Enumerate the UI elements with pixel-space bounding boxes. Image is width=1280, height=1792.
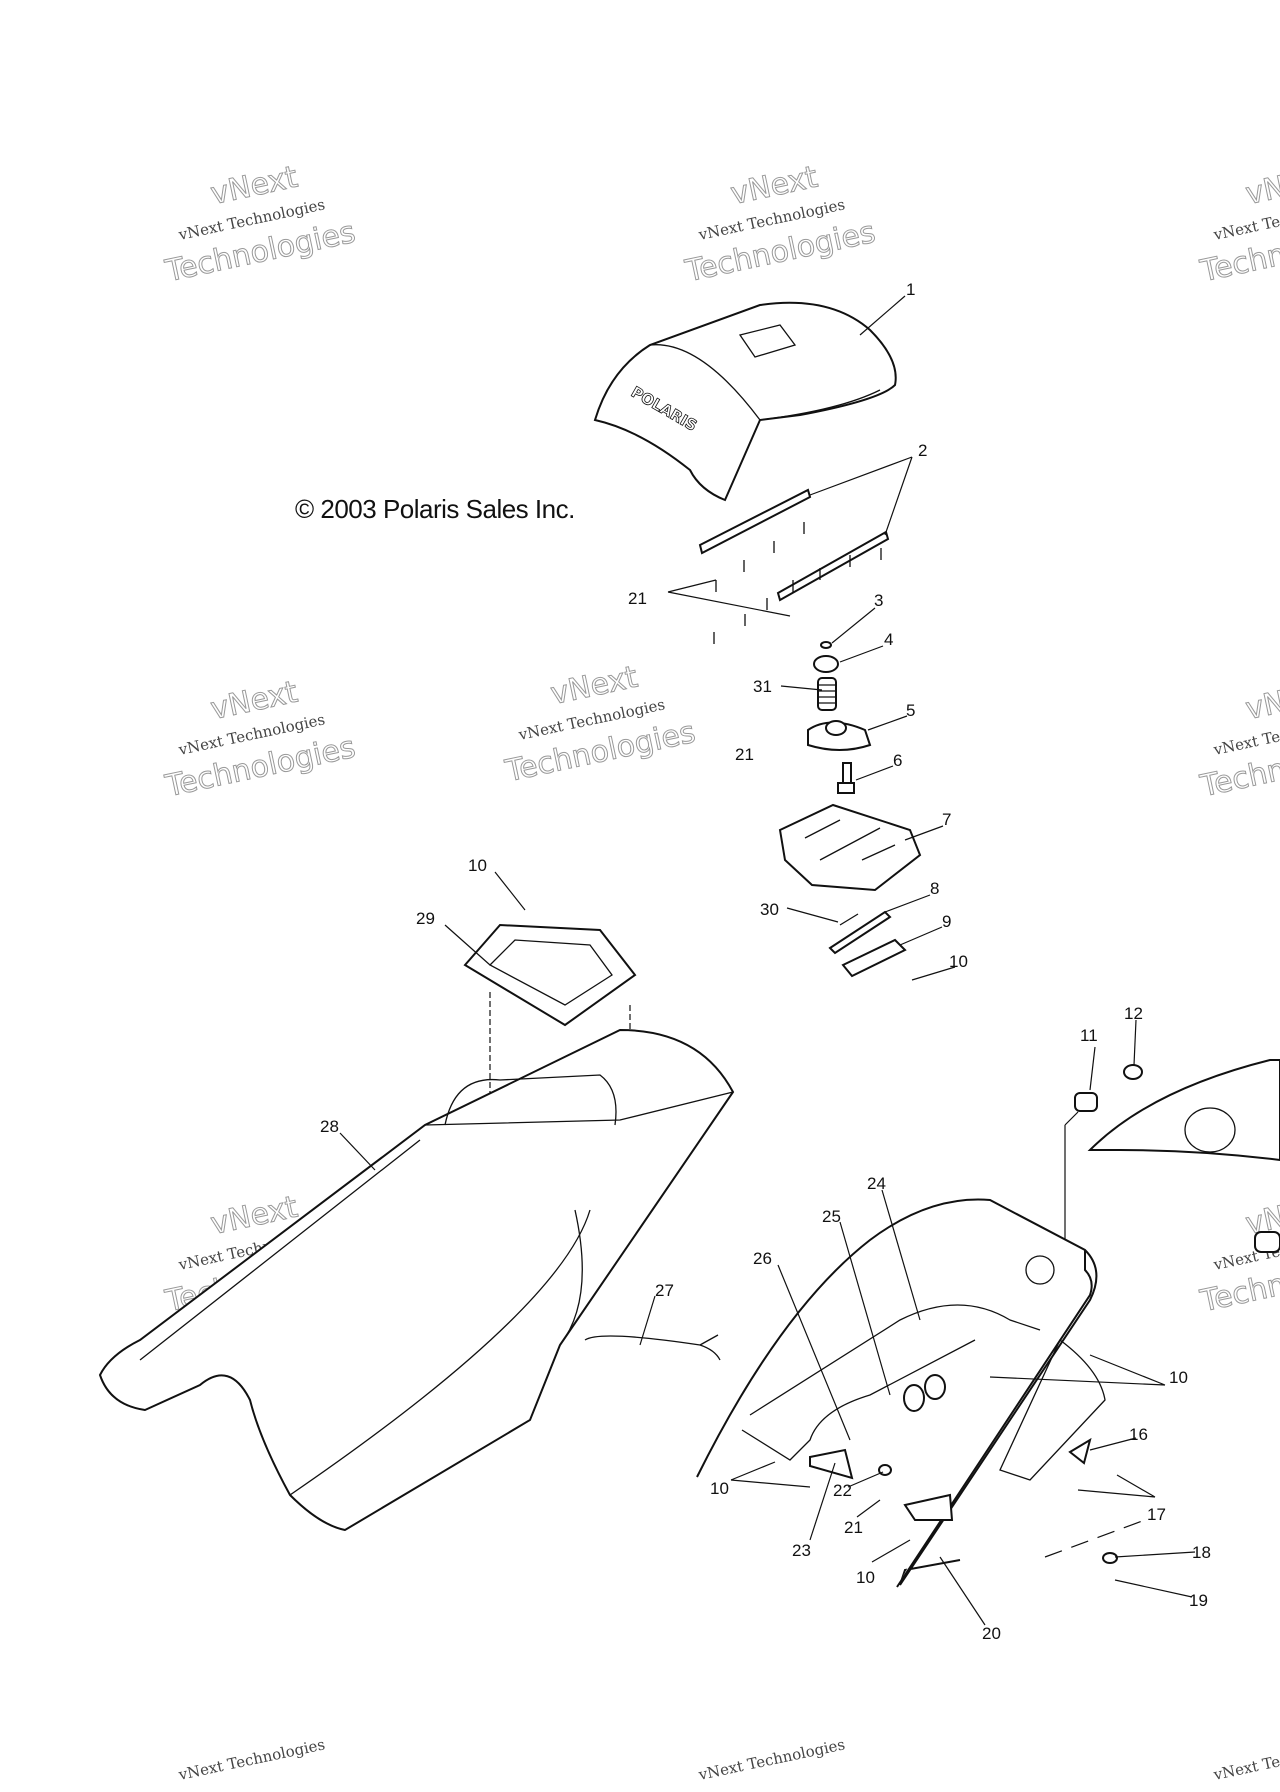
watermark: vNext Technologies — [176, 1735, 326, 1784]
watermark: vNext vNext Technologies Technologies — [1196, 159, 1280, 290]
callout-labels: 1 2 21 3 4 31 5 21 6 7 8 30 9 10 10 29 1… — [320, 280, 1211, 1643]
copyright-text: © 2003 Polaris Sales Inc. — [295, 494, 575, 524]
watermark: vNext vNext Technologies Technologies — [161, 674, 359, 805]
part-clip — [1068, 1437, 1092, 1465]
callout-10-c: 10 — [1169, 1368, 1188, 1387]
callout-21-b: 21 — [735, 745, 754, 764]
watermark: vNext vNext Technologies Technologies — [681, 159, 879, 290]
callout-2: 2 — [918, 441, 927, 460]
part-taillight — [1087, 1059, 1280, 1253]
callout-10-d: 10 — [710, 1479, 729, 1498]
callout-21: 21 — [628, 589, 647, 608]
part-spring — [817, 677, 837, 711]
part-grommet — [903, 1384, 925, 1412]
callout-18: 18 — [1192, 1543, 1211, 1562]
alignment-line — [1044, 1519, 1146, 1558]
callout-21-c: 21 — [844, 1518, 863, 1537]
callout-10-b: 10 — [468, 856, 487, 875]
screws — [713, 522, 882, 644]
part-mount-base — [807, 720, 872, 751]
watermark: vNext vNext Technologies Technologies — [161, 159, 359, 290]
callout-22: 22 — [833, 1481, 852, 1500]
callout-31: 31 — [753, 677, 772, 696]
callout-26: 26 — [753, 1249, 772, 1268]
svg-text:vNext Technologies: vNext Technologies — [696, 1735, 846, 1784]
callout-24: 24 — [867, 1174, 886, 1193]
part-bolt — [837, 762, 855, 794]
callout-30: 30 — [760, 900, 779, 919]
callout-25: 25 — [822, 1207, 841, 1226]
part-plate — [841, 938, 907, 978]
callout-12: 12 — [1124, 1004, 1143, 1023]
callout-6: 6 — [893, 751, 902, 770]
part-washer — [820, 641, 832, 649]
callout-27: 27 — [655, 1281, 674, 1300]
part-bulb — [1123, 1064, 1143, 1080]
callout-1: 1 — [906, 280, 915, 299]
svg-text:vNext: vNext — [1243, 675, 1280, 728]
svg-text:vNext: vNext — [1243, 160, 1280, 213]
callout-10: 10 — [949, 952, 968, 971]
watermark: vNext Technologies — [1211, 1735, 1280, 1784]
part-bracket-lower — [903, 1493, 954, 1521]
callout-5: 5 — [906, 701, 915, 720]
watermark: vNext vNext Technologies Technologies — [1196, 674, 1280, 805]
callout-29: 29 — [416, 909, 435, 928]
callout-16: 16 — [1129, 1425, 1148, 1444]
part-light-socket — [1074, 1092, 1098, 1112]
callout-3: 3 — [874, 591, 883, 610]
callout-28: 28 — [320, 1117, 339, 1136]
watermark: vNext vNext Technologies Technologies — [501, 659, 699, 790]
part-washer-18 — [1102, 1552, 1118, 1564]
watermark: vNext Technologies — [696, 1735, 846, 1784]
part-grommet-2 — [924, 1374, 946, 1400]
part-backrest: POLARIS — [593, 301, 897, 502]
callout-19: 19 — [1189, 1591, 1208, 1610]
part-bracket — [809, 1448, 854, 1480]
part-seat — [98, 1028, 735, 1532]
callout-9: 9 — [942, 912, 951, 931]
callout-4: 4 — [884, 630, 893, 649]
leader — [1064, 1111, 1079, 1240]
part-latch-pin — [828, 910, 892, 955]
part-strips — [698, 488, 890, 602]
callout-8: 8 — [930, 879, 939, 898]
callout-11: 11 — [1080, 1026, 1098, 1045]
part-cap — [813, 655, 839, 673]
svg-text:vNext Technologies: vNext Technologies — [1211, 1735, 1280, 1784]
part-latch — [778, 803, 922, 892]
callout-17: 17 — [1147, 1505, 1166, 1524]
part-seat-frame — [463, 923, 637, 1027]
callout-23: 23 — [792, 1541, 811, 1560]
callout-10-e: 10 — [856, 1568, 875, 1587]
leader-lines — [339, 295, 1196, 1626]
callout-20: 20 — [982, 1624, 1001, 1643]
part-cable — [584, 1334, 721, 1361]
svg-text:vNext Technologies: vNext Technologies — [176, 1735, 326, 1784]
callout-7: 7 — [942, 810, 951, 829]
